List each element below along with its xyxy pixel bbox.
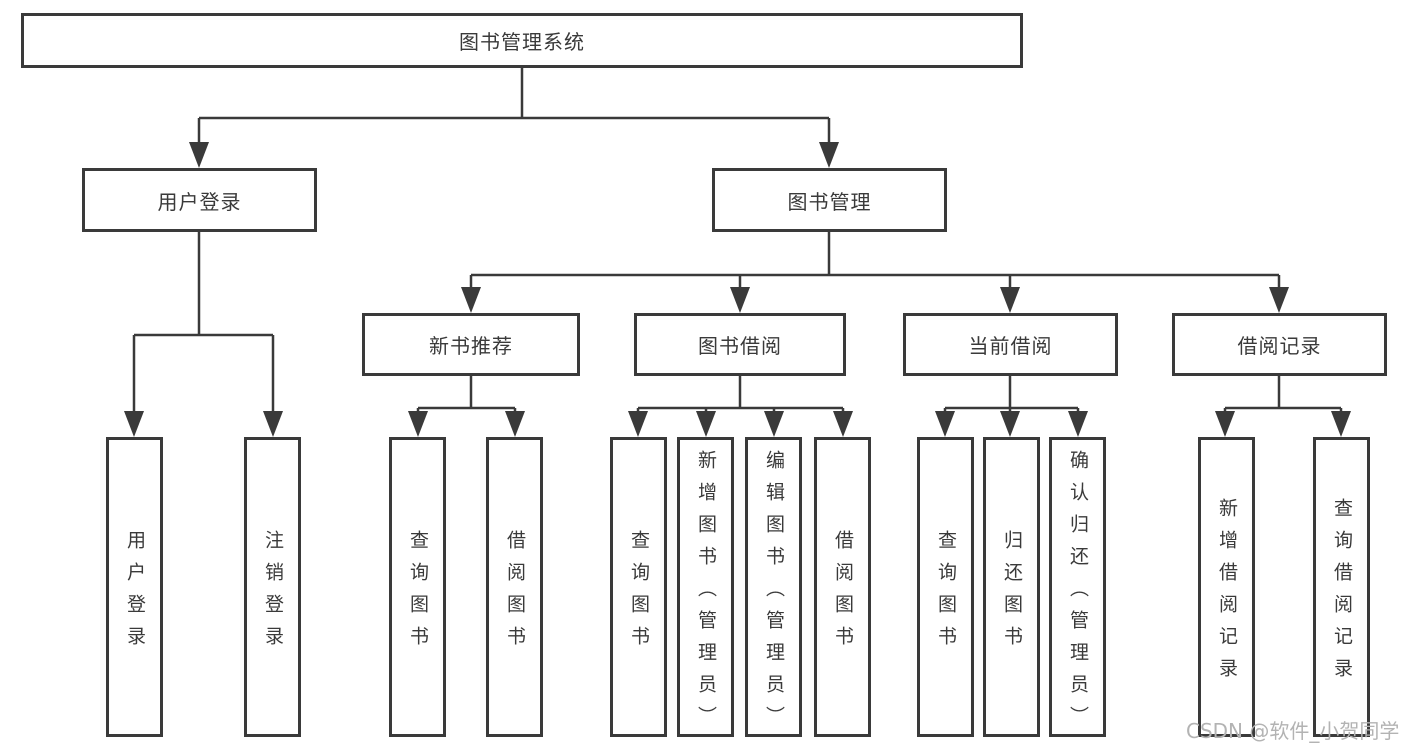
leaf-user-login-label: 用户登录: [124, 529, 146, 658]
leaf-query-books-recommend-label: 查询图书: [407, 529, 429, 658]
node-new-book-recommendation: 新书推荐: [362, 313, 580, 376]
leaf-return-books: 归还图书: [983, 437, 1040, 737]
leaf-query-books-recommend: 查询图书: [389, 437, 446, 737]
node-current-borrowing: 当前借阅: [903, 313, 1118, 376]
leaf-borrow-books-label: 借阅图书: [832, 529, 854, 658]
leaf-add-borrow-record-label: 新增借阅记录: [1216, 497, 1238, 690]
leaf-query-books-borrowing-label: 查询图书: [628, 529, 650, 658]
leaf-logout: 注销登录: [244, 437, 301, 737]
leaf-add-books-admin: 新增图书（管理员）: [677, 437, 734, 738]
leaf-query-books-current-label: 查询图书: [935, 529, 957, 658]
leaf-logout-label: 注销登录: [262, 529, 284, 658]
leaf-add-books-admin-label: 新增图书（管理员）: [695, 449, 717, 738]
leaf-borrow-books: 借阅图书: [814, 437, 871, 737]
leaf-add-borrow-record: 新增借阅记录: [1198, 437, 1255, 737]
leaf-confirm-return-admin: 确认归还（管理员）: [1049, 437, 1106, 738]
arrowheads: [124, 142, 1351, 437]
leaf-borrow-books-recommend-label: 借阅图书: [504, 529, 526, 658]
leaf-query-books-current: 查询图书: [917, 437, 974, 737]
leaf-confirm-return-admin-label: 确认归还（管理员）: [1067, 449, 1089, 738]
leaf-edit-books-admin: 编辑图书（管理员）: [745, 437, 802, 738]
leaf-edit-books-admin-label: 编辑图书（管理员）: [763, 449, 785, 738]
leaf-query-books-borrowing: 查询图书: [610, 437, 667, 737]
node-borrowing-records: 借阅记录: [1172, 313, 1387, 376]
leaf-query-borrow-record-label: 查询借阅记录: [1331, 497, 1353, 690]
node-book-management: 图书管理: [712, 168, 947, 232]
csdn-watermark: CSDN @软件_小贺同学: [1186, 719, 1400, 743]
node-library-management-system: 图书管理系统: [21, 13, 1023, 68]
node-user-login: 用户登录: [82, 168, 317, 232]
leaf-query-borrow-record: 查询借阅记录: [1313, 437, 1370, 737]
leaf-user-login: 用户登录: [106, 437, 163, 737]
node-book-borrowing: 图书借阅: [634, 313, 846, 376]
leaf-borrow-books-recommend: 借阅图书: [486, 437, 543, 737]
leaf-return-books-label: 归还图书: [1001, 529, 1023, 658]
